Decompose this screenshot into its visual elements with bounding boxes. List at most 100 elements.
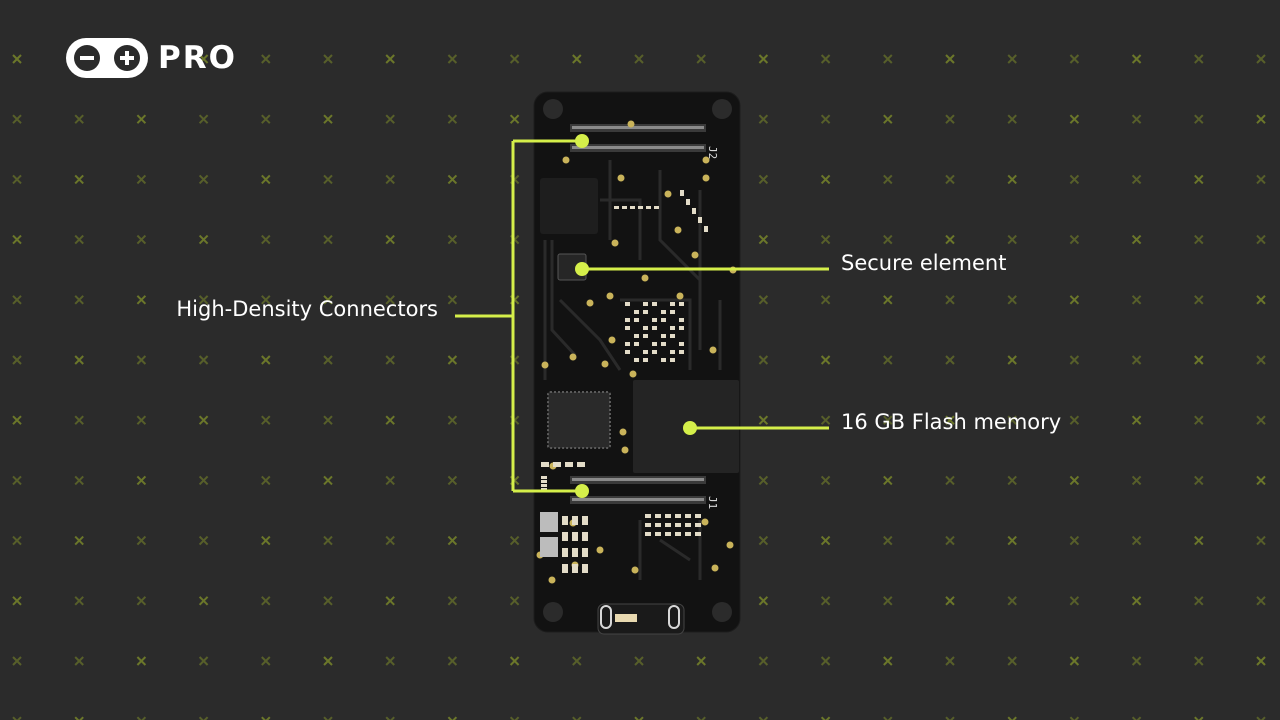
smd-component [675,523,681,527]
pattern-cross [1256,234,1266,245]
pattern-cross [198,234,209,245]
smd-component [638,206,643,209]
pattern-cross [198,535,209,546]
pattern-cross [1256,535,1266,546]
smd-component [553,462,561,467]
pattern-cross [385,656,395,666]
pattern-cross [447,295,458,305]
pattern-cross [883,174,893,185]
pattern-cross [758,656,769,666]
smd-component [670,358,675,362]
smd-component [582,564,588,573]
pattern-cross [198,114,209,124]
via-pad [541,361,549,369]
via-pad [701,518,709,526]
pattern-cross [1069,355,1080,365]
callout-dot-connector-top [575,134,589,148]
via-pad [596,546,604,554]
smd-component [541,480,547,483]
pattern-cross [12,174,22,185]
pattern-cross [1007,174,1017,185]
smd-component [562,548,568,557]
smd-component [685,514,691,518]
pattern-cross [261,295,271,305]
smd-component [562,564,568,573]
pattern-cross [1131,234,1142,245]
pattern-cross [820,295,831,305]
pattern-cross [136,355,147,365]
pattern-cross [385,535,395,546]
pattern-cross [323,596,333,606]
pattern-cross [1131,174,1142,185]
pattern-cross [385,596,395,606]
pattern-cross [883,475,893,486]
pattern-cross [758,535,769,546]
pattern-cross [136,234,147,245]
pattern-cross [261,596,271,606]
smd-component [661,318,666,322]
via-pad [711,564,719,572]
pattern-cross [198,355,209,365]
smd-component [661,358,666,362]
pattern-cross [572,656,582,666]
pattern-cross [1007,295,1017,305]
pattern-cross [385,716,395,720]
pattern-cross [820,355,831,365]
smd-component [655,523,661,527]
pattern-cross [198,596,209,606]
smd-component [562,532,568,541]
mounting-hole [543,99,563,119]
via-pad [709,346,717,354]
pattern-cross [447,716,458,720]
pattern-cross [198,174,209,185]
pattern-cross [12,535,22,546]
via-pad [726,541,734,549]
pattern-cross [323,54,333,64]
pattern-cross [323,114,333,124]
smd-component [670,326,675,330]
smd-component [645,523,651,527]
smd-component [670,310,675,314]
pattern-cross [883,535,893,546]
smd-component [582,532,588,541]
via-pad [631,566,639,574]
pattern-cross [1194,355,1204,365]
via-pad [702,156,710,164]
smd-component [655,532,661,536]
smd-component [630,206,635,209]
smd-component [665,523,671,527]
pattern-cross [758,295,769,305]
pattern-cross [323,174,333,185]
pattern-cross [323,716,333,720]
pattern-cross [1007,656,1017,666]
smd-component [670,350,675,354]
pattern-cross [1069,535,1080,546]
smd-component [577,462,585,467]
smd-component [541,462,549,467]
via-pad [641,274,649,282]
pattern-cross [945,716,955,720]
connectors-bracket-line [455,139,582,493]
pattern-cross [1131,716,1142,720]
pattern-cross [1069,415,1080,425]
pattern-cross [820,535,831,546]
via-pad [569,353,577,361]
smd-component [645,532,651,536]
callout-lines [455,139,829,493]
brand-logo: PRO [66,38,237,78]
pattern-cross [136,174,147,185]
pattern-cross [820,596,831,606]
pattern-cross [136,596,147,606]
pattern-cross [12,596,22,606]
smd-component [541,476,547,479]
pattern-cross [945,174,955,185]
pattern-cross [12,295,22,305]
smd-component [654,206,659,209]
smd-component [622,206,627,209]
callout-dot-flash-memory [683,421,697,435]
pattern-cross [1007,54,1017,64]
pattern-cross [1194,656,1204,666]
smd-component [652,318,657,322]
pattern-cross [945,295,955,305]
smd-component [565,462,573,467]
